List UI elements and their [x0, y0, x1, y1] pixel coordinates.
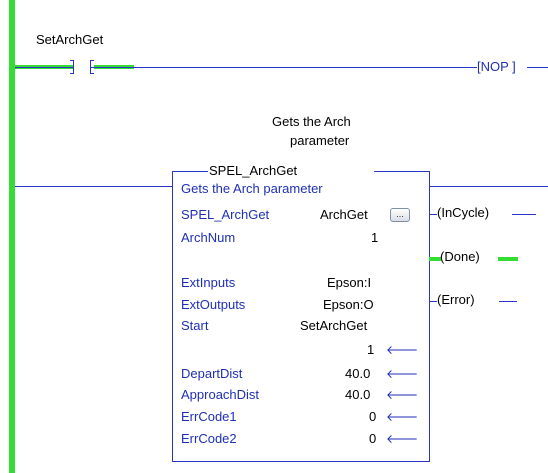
- param-value-start-current: 1: [367, 342, 375, 357]
- param-value-approachdist[interactable]: 40.0: [345, 387, 371, 402]
- left-power-rail: [9, 0, 15, 473]
- contact-tag-label[interactable]: SetArchGet: [36, 32, 104, 47]
- param-name-approachdist: ApproachDist: [181, 387, 260, 402]
- properties-button[interactable]: ...: [390, 208, 410, 222]
- param-value-errcode1[interactable]: 0: [369, 409, 377, 424]
- wire-segment: [91, 67, 477, 68]
- block-tag-value[interactable]: ArchGet: [320, 207, 368, 222]
- left-arrow-icon: 🡐: [386, 432, 419, 446]
- contact-right-bar: [90, 60, 91, 74]
- param-name-extoutputs: ExtOutputs: [181, 297, 246, 312]
- spel-archget-instruction-block[interactable]: [172, 171, 430, 462]
- wire-segment: [499, 301, 517, 302]
- param-name-start: Start: [181, 318, 209, 333]
- wire-segment: [429, 214, 437, 215]
- block-top-border-left: [172, 171, 208, 172]
- rung-description-line-2: parameter: [290, 133, 350, 148]
- block-top-border-right: [374, 171, 429, 172]
- output-incycle-label: InCycle: [441, 205, 485, 220]
- param-name-archnum: ArchNum: [181, 230, 236, 245]
- contact-right-cap-bottom: [90, 73, 94, 74]
- param-name-errcode2: ErrCode2: [181, 431, 237, 446]
- block-name[interactable]: SPEL_ArchGet: [209, 163, 298, 178]
- output-wire: [429, 186, 548, 187]
- wire-segment: [15, 67, 73, 68]
- left-arrow-icon: 🡐: [386, 388, 419, 402]
- nop-instruction[interactable]: [NOP ]: [477, 59, 516, 74]
- left-arrow-icon: 🡐: [386, 343, 419, 357]
- contact-left-cap-bottom: [70, 73, 74, 74]
- param-value-departdist[interactable]: 40.0: [345, 366, 371, 381]
- wire-segment: [429, 301, 437, 302]
- param-name-extinputs: ExtInputs: [181, 275, 236, 290]
- wire-segment-end: [527, 67, 548, 68]
- energized-wire: [498, 257, 518, 261]
- block-description: Gets the Arch parameter: [181, 181, 323, 196]
- param-name-departdist: DepartDist: [181, 366, 243, 381]
- contact-left-cap-top: [70, 60, 74, 61]
- contact-left-bar: [73, 60, 74, 74]
- left-arrow-icon: 🡐: [386, 367, 419, 381]
- contact-right-cap-top: [90, 60, 94, 61]
- input-wire: [15, 186, 172, 187]
- energized-wire: [429, 257, 441, 261]
- param-value-start[interactable]: SetArchGet: [300, 318, 368, 333]
- left-arrow-icon: 🡐: [386, 410, 419, 424]
- wire-segment: [512, 214, 536, 215]
- output-error-label: Error: [441, 292, 471, 307]
- param-value-extoutputs[interactable]: Epson:O: [323, 297, 374, 312]
- block-tag-label: SPEL_ArchGet: [181, 207, 270, 222]
- rung-description-line-1: Gets the Arch: [272, 114, 351, 129]
- param-name-errcode1: ErrCode1: [181, 409, 237, 424]
- param-value-extinputs[interactable]: Epson:I: [327, 275, 372, 290]
- output-done-label: Done: [444, 249, 476, 264]
- param-value-errcode2[interactable]: 0: [369, 431, 377, 446]
- param-value-archnum[interactable]: 1: [371, 230, 379, 245]
